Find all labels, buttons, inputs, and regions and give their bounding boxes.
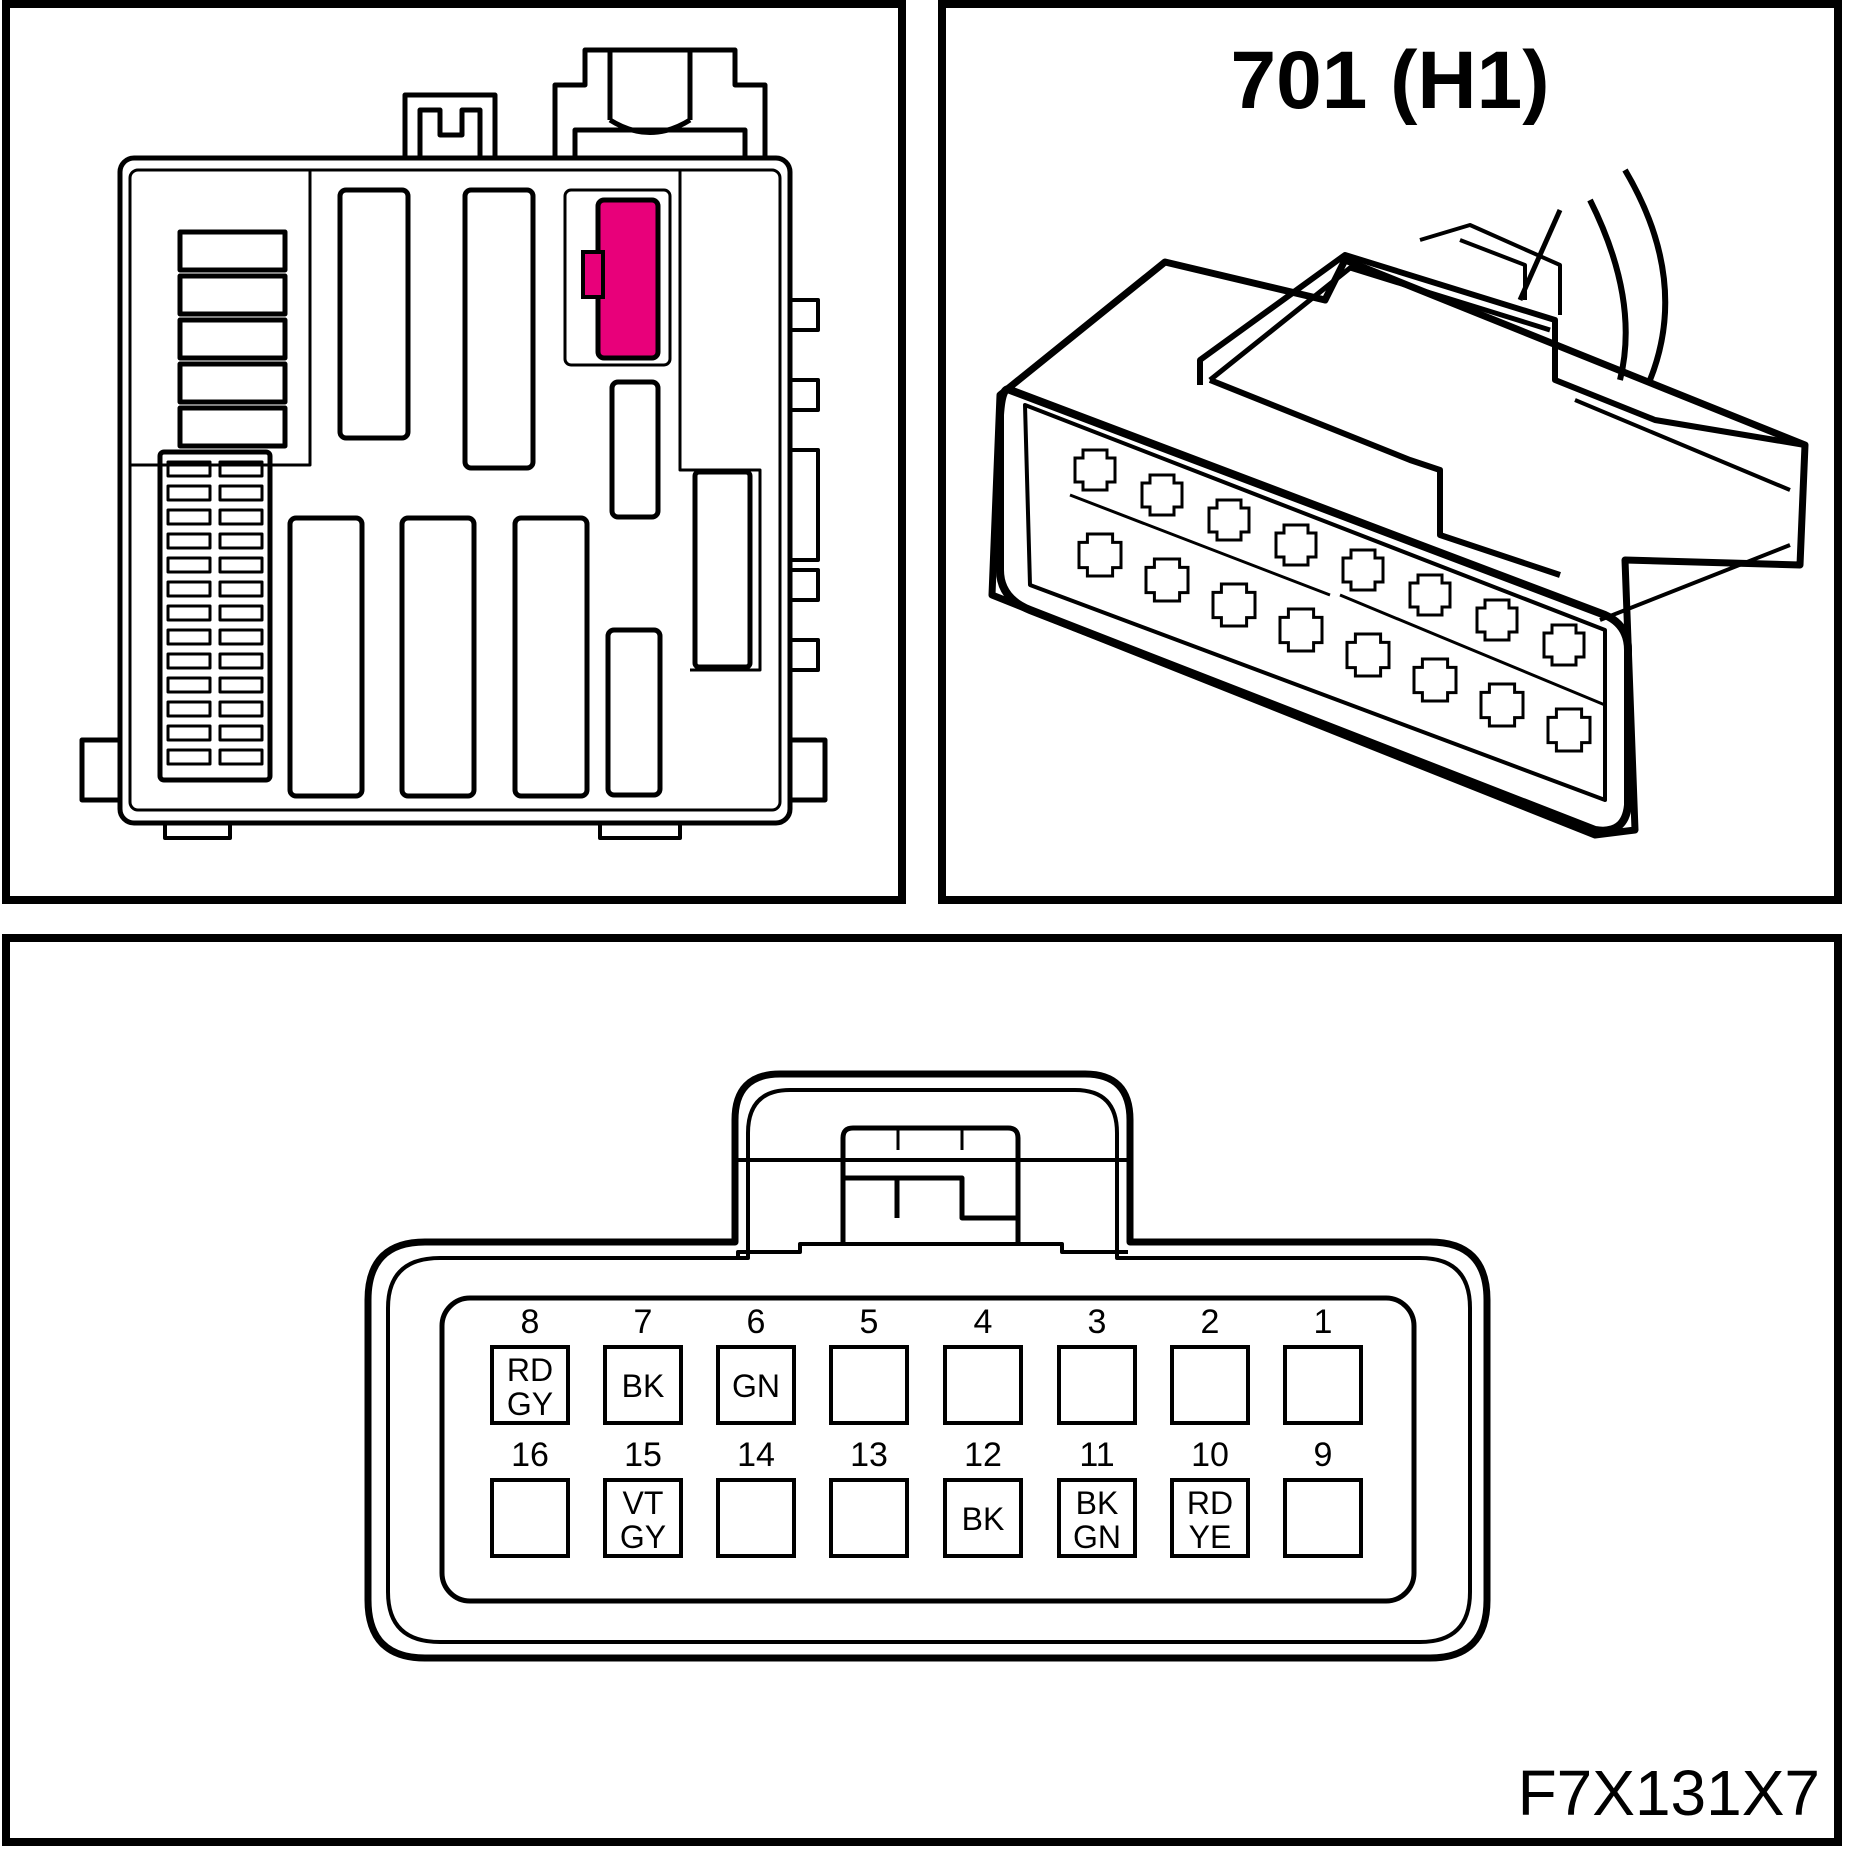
pin-box (1170, 1478, 1250, 1558)
terminal-cavity (1144, 557, 1190, 603)
pin-number: 2 (1201, 1303, 1220, 1341)
connector-title: 701 (H1) (1230, 35, 1549, 126)
fusebox-panel (2, 0, 906, 904)
pinout-face-view (364, 1070, 1491, 1662)
pin-cavity: 9 (1283, 1436, 1363, 1558)
mini-fuse-block (157, 449, 273, 783)
terminal-cavity (1077, 532, 1123, 578)
cavity-grid (1073, 448, 1592, 753)
pin-box (1057, 1345, 1137, 1425)
pin-number: 13 (850, 1436, 888, 1474)
relay-lower-1 (287, 515, 365, 799)
pin-cavity: 14 (716, 1436, 796, 1558)
pin-cavity: 1 (1283, 1303, 1363, 1425)
pin-box (943, 1478, 1023, 1558)
relay-lower-2 (399, 515, 477, 799)
fuse-slot-right (692, 469, 753, 670)
terminal-cavity (1542, 623, 1586, 667)
terminal-cavity (1278, 607, 1324, 653)
figure-code: F7X131X7 (1518, 1757, 1820, 1829)
pin-cavity: 5 (829, 1303, 909, 1425)
pin-number: 10 (1191, 1436, 1229, 1474)
fuse-small-2 (605, 627, 663, 798)
relay-upper-2 (462, 187, 536, 471)
pin-box (603, 1345, 683, 1425)
pin-box (1283, 1345, 1363, 1425)
wire-color-label: BK (962, 1501, 1005, 1537)
pin-box (1283, 1478, 1363, 1558)
mini-relay-stack (177, 229, 288, 449)
pin-box (716, 1345, 796, 1425)
pin-cavity: 6GN (716, 1303, 796, 1425)
pin-number: 1 (1314, 1303, 1333, 1341)
pin-number: 4 (974, 1303, 993, 1341)
terminal-cavity (1073, 448, 1117, 492)
pin-number: 11 (1079, 1436, 1114, 1474)
pin-number: 3 (1088, 1303, 1107, 1341)
pin-box (829, 1345, 909, 1425)
pin-number: 12 (964, 1436, 1002, 1474)
mini-fuse-grid (166, 460, 264, 766)
fuse-box-drawing (79, 47, 828, 840)
pin-cavity: 16 (490, 1436, 570, 1558)
pinout-panel (2, 934, 1842, 1846)
terminal-cavity (1475, 598, 1519, 642)
pin-number: 8 (521, 1303, 540, 1341)
connector-3d-drawing (988, 168, 1809, 839)
pin-cavity: 3 (1057, 1303, 1137, 1425)
wire-color-label: YE (1189, 1519, 1232, 1555)
terminal-cavity (1207, 498, 1251, 542)
wire-color-label: RD (507, 1352, 553, 1388)
wire-color-label: GN (732, 1368, 780, 1404)
wire-color-label: GY (620, 1519, 666, 1555)
terminal-cavity (1408, 573, 1452, 617)
highlighted-connector (581, 197, 661, 361)
terminal-cavity (1211, 582, 1257, 628)
terminal-cavity (1412, 657, 1458, 703)
pin-number: 7 (634, 1303, 653, 1341)
wire-color-label: BK (622, 1368, 665, 1404)
pin-box (1057, 1478, 1137, 1558)
pin-box (716, 1478, 796, 1558)
relay-upper-1 (337, 187, 411, 441)
relay-lower-3 (512, 515, 590, 799)
pin-number: 15 (624, 1436, 662, 1474)
pin-number: 14 (737, 1436, 775, 1474)
terminal-cavity (1479, 682, 1525, 728)
pin-cavity: 4 (943, 1303, 1023, 1425)
wire-color-label: BK (1076, 1485, 1119, 1521)
pin-box (943, 1345, 1023, 1425)
pin-number: 16 (511, 1436, 549, 1474)
wire-color-label: GN (1073, 1519, 1121, 1555)
connector-3d-panel (938, 0, 1842, 904)
pin-box (829, 1478, 909, 1558)
pin-cavity: 7BK (603, 1303, 683, 1425)
terminal-cavity (1140, 473, 1184, 517)
fuse-small-1 (609, 379, 661, 520)
terminal-cavity (1341, 548, 1385, 592)
terminal-cavity (1274, 523, 1318, 567)
wire-color-label: GY (507, 1386, 553, 1422)
pin-box (1170, 1345, 1250, 1425)
pin-box (603, 1478, 683, 1558)
pin-cavity: 2 (1170, 1303, 1250, 1425)
terminal-cavity (1345, 632, 1391, 678)
pin-number: 5 (860, 1303, 879, 1341)
terminal-cavity (1546, 707, 1592, 753)
pin-cavity: 13 (829, 1436, 909, 1558)
pin-box (490, 1345, 570, 1425)
pin-number: 9 (1314, 1436, 1333, 1474)
wire-color-label: RD (1187, 1485, 1233, 1521)
wire-color-label: VT (623, 1485, 664, 1521)
pin-number: 6 (747, 1303, 766, 1341)
pin-box (490, 1478, 570, 1558)
